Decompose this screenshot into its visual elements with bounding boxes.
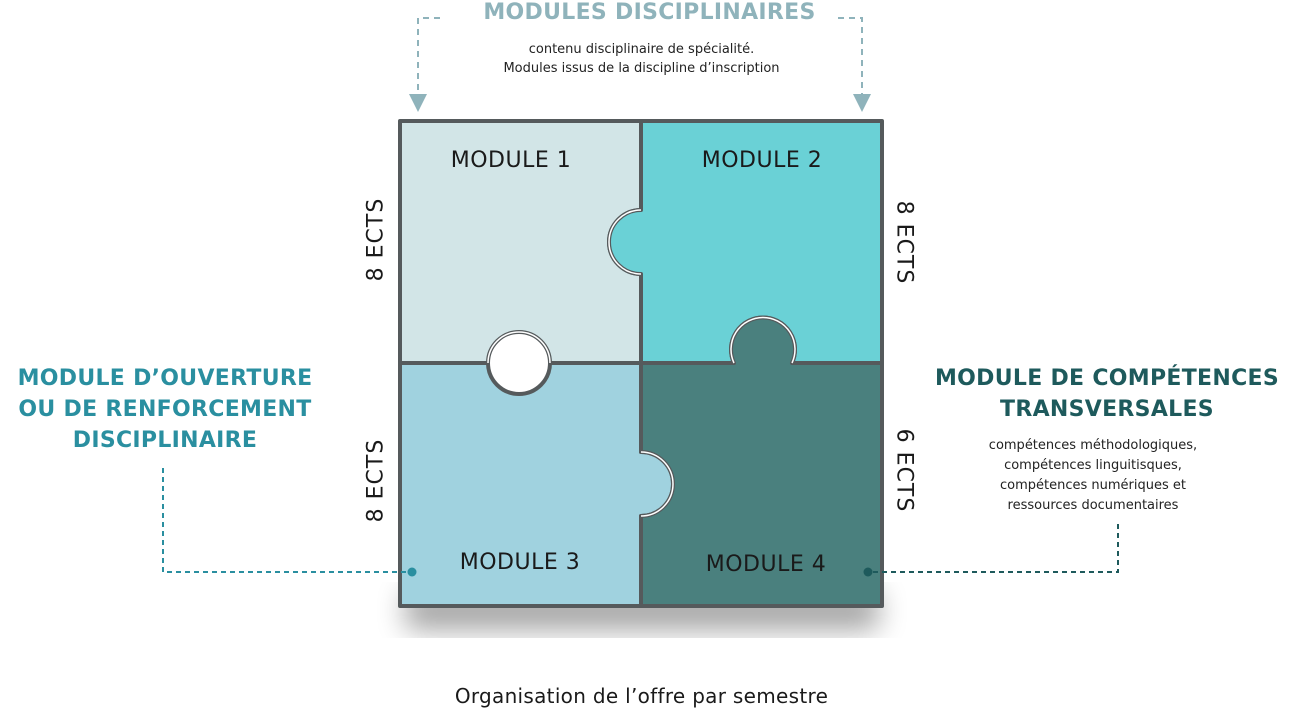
connector-dot bbox=[863, 567, 873, 577]
module-2-label: MODULE 2 bbox=[701, 148, 823, 173]
seam-highlight bbox=[730, 316, 796, 364]
top-subtitle-line: Modules issus de la discipline d’inscrip… bbox=[503, 61, 780, 76]
connector-dot bbox=[407, 567, 417, 577]
left-connector bbox=[162, 468, 410, 573]
right-sub-line: ressources documentaires bbox=[1007, 498, 1179, 513]
right-callout-subtitle: compétences méthodologiques, compétences… bbox=[935, 436, 1251, 516]
arrow-down-icon bbox=[409, 94, 427, 112]
arrow-down-icon bbox=[853, 94, 871, 112]
right-connector bbox=[870, 524, 1119, 573]
left-title-line: DISCIPLINAIRE bbox=[72, 428, 258, 453]
left-title-line: OU DE RENFORCEMENT bbox=[18, 397, 312, 422]
module-4-ects: 6 ECTS bbox=[891, 428, 917, 513]
module-4-label: MODULE 4 bbox=[705, 552, 827, 577]
seam-highlight bbox=[640, 451, 674, 517]
left-title-line: MODULE D’OUVERTURE bbox=[17, 366, 313, 391]
left-callout-title: MODULE D’OUVERTURE OU DE RENFORCEMENT DI… bbox=[0, 363, 330, 456]
right-sub-line: compétences linguitisques, bbox=[1004, 458, 1182, 473]
right-sub-line: compétences numériques et bbox=[1000, 478, 1186, 493]
diagram-caption: Organisation de l’offre par semestre bbox=[454, 684, 829, 708]
module-3-label: MODULE 3 bbox=[459, 550, 581, 575]
right-callout-title: MODULE DE COMPÉTENCES TRANSVERSALES bbox=[905, 363, 1299, 425]
top-subtitle-line: contenu disciplinaire de spécialité. bbox=[528, 42, 755, 57]
right-title-line: MODULE DE COMPÉTENCES bbox=[934, 366, 1280, 391]
seam-highlight bbox=[487, 331, 551, 364]
seam-highlight bbox=[608, 209, 642, 275]
top-bracket bbox=[417, 17, 863, 96]
module-3-ects: 8 ECTS bbox=[363, 438, 389, 523]
right-sub-line: compétences méthodologiques, bbox=[988, 438, 1198, 453]
top-subtitle: contenu disciplinaire de spécialité. Mod… bbox=[0, 40, 1283, 78]
module-1-label: MODULE 1 bbox=[450, 148, 572, 173]
right-title-line: TRANSVERSALES bbox=[1000, 397, 1214, 422]
module-1-ects: 8 ECTS bbox=[363, 197, 389, 282]
module-2-ects: 8 ECTS bbox=[891, 200, 917, 285]
top-title: MODULES DISCIPLINAIRES bbox=[483, 0, 816, 25]
